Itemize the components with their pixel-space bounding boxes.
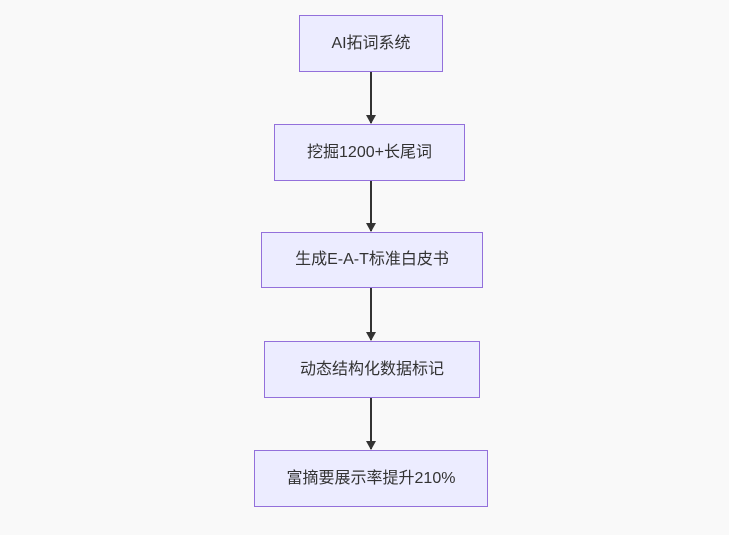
flow-node-structured-data: 动态结构化数据标记	[264, 341, 480, 398]
flow-node-label: AI拓词系统	[331, 34, 411, 52]
arrow-down-icon	[370, 181, 372, 231]
flow-node-label: 富摘要展示率提升210%	[286, 469, 456, 487]
arrow-down-icon	[370, 72, 372, 123]
flow-node-rich-snippet-result: 富摘要展示率提升210%	[254, 450, 488, 507]
arrow-down-icon	[370, 288, 372, 340]
arrow-down-icon	[370, 398, 372, 449]
flow-node-label: 生成E-A-T标准白皮书	[295, 251, 449, 269]
flow-node-label: 挖掘1200+长尾词	[307, 143, 432, 161]
flow-node-longtail-mining: 挖掘1200+长尾词	[274, 124, 465, 181]
flow-node-label: 动态结构化数据标记	[299, 360, 444, 378]
flow-node-eat-whitepaper: 生成E-A-T标准白皮书	[261, 232, 483, 288]
flow-node-ai-word-system: AI拓词系统	[299, 15, 443, 72]
